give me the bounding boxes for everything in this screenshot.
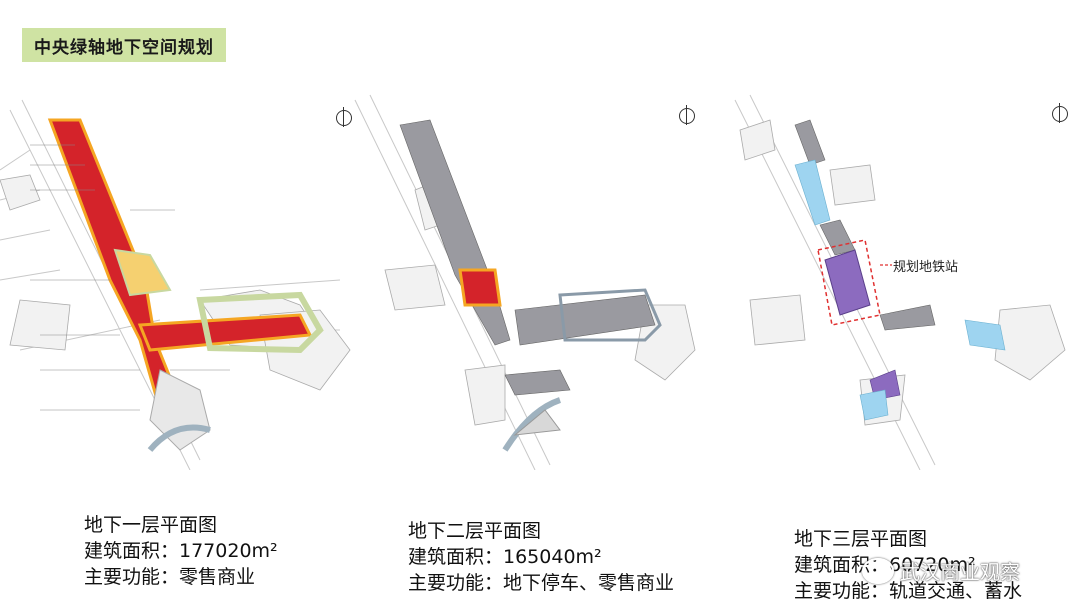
watermark: 武汉商业观察 — [862, 556, 1020, 585]
caption-b1-function: 主要功能：零售商业 — [84, 566, 256, 588]
wechat-icon — [862, 557, 894, 584]
caption-b3-title: 地下三层平面图 — [794, 528, 928, 550]
caption-b1-area: 建筑面积：177020m² — [84, 540, 278, 562]
map-b1 — [0, 90, 360, 470]
compass-icon — [336, 107, 352, 127]
map-b2-drawing — [354, 94, 696, 470]
caption-b3-function: 主要功能：轨道交通、蓄水 — [794, 580, 1023, 602]
map-b1-drawing — [0, 99, 351, 470]
map-b3-drawing — [734, 94, 1066, 470]
caption-b1: 地下一层平面图 建筑面积：177020m² 主要功能：零售商业 — [84, 512, 278, 590]
caption-b2-area: 建筑面积：165040m² — [408, 546, 602, 568]
caption-b2: 地下二层平面图 建筑面积：165040m² 主要功能：地下停车、零售商业 — [408, 518, 674, 596]
slide-title: 中央绿轴地下空间规划 — [22, 28, 226, 62]
subway-station-label: 规划地铁站 — [893, 260, 959, 275]
map-b3 — [720, 90, 1080, 470]
watermark-text: 武汉商业观察 — [900, 560, 1020, 584]
caption-b1-title: 地下一层平面图 — [84, 514, 218, 536]
caption-b2-function: 主要功能：地下停车、零售商业 — [408, 572, 675, 594]
compass-icon — [1052, 103, 1068, 123]
map-b2 — [345, 90, 705, 470]
compass-icon — [679, 105, 695, 125]
caption-b2-title: 地下二层平面图 — [408, 520, 542, 542]
